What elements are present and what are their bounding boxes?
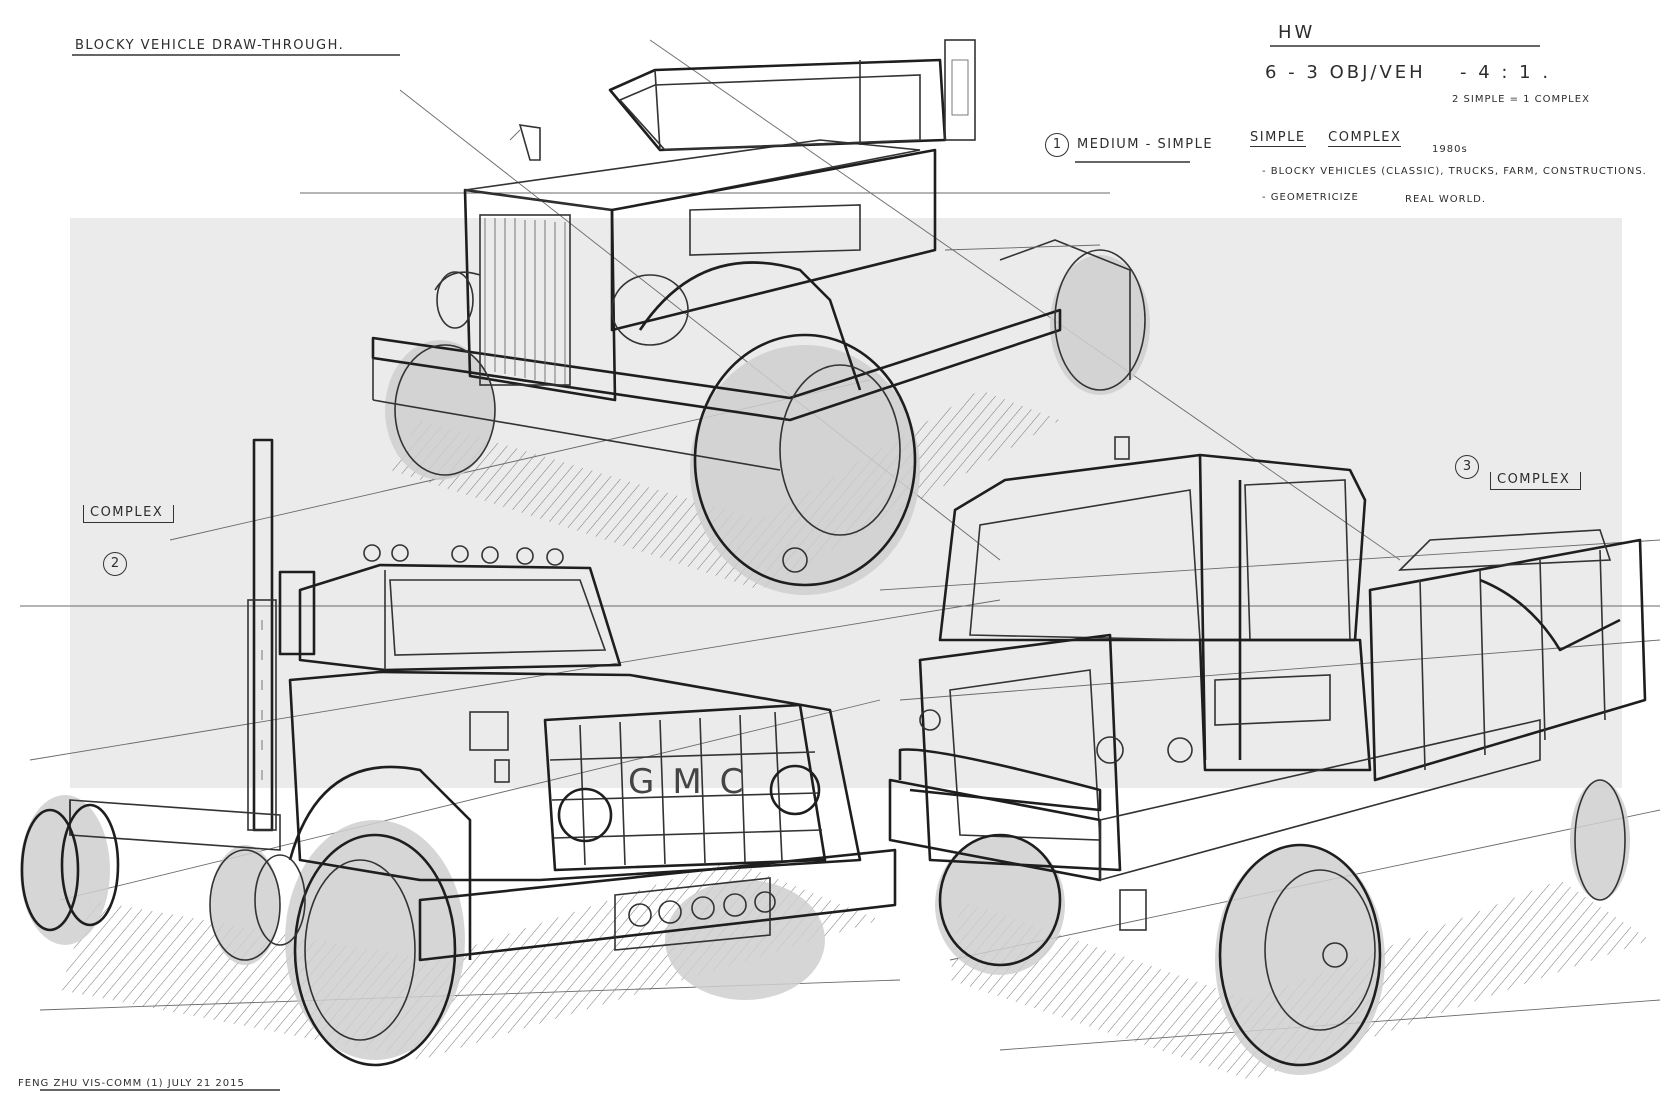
label-one-number: 1 xyxy=(1045,133,1069,157)
bullet-geometricize: - GEOMETRICIZE xyxy=(1262,192,1359,203)
truck-three-drawing xyxy=(888,436,1650,1080)
simple-complex-heading: SIMPLE COMPLEX xyxy=(1250,130,1402,147)
sheet-title: BLOCKY VEHICLE DRAW-THROUGH. xyxy=(75,38,345,53)
simple-label: SIMPLE xyxy=(1250,130,1306,147)
era-note: 1980s xyxy=(1432,144,1468,155)
ratio-note: - 4 : 1 . xyxy=(1460,62,1552,83)
label-two: 2 xyxy=(103,552,135,576)
obj-per-vehicle-note: 6 - 3 OBJ/VEH xyxy=(1265,62,1426,83)
label-three-number: 3 xyxy=(1455,455,1479,479)
truck-one-drawing xyxy=(371,39,1150,595)
label-three: 3 xyxy=(1455,455,1487,479)
grille-gmc-lettering: GMC xyxy=(628,762,762,802)
complex-label: COMPLEX xyxy=(1328,130,1402,147)
hw-label: HW xyxy=(1278,22,1316,43)
real-world-note: REAL WORLD. xyxy=(1405,194,1487,205)
label-one-text: MEDIUM - SIMPLE xyxy=(1077,137,1214,152)
truck-two-drawing xyxy=(20,438,897,1067)
label-two-number: 2 xyxy=(103,552,127,576)
label-one: 1 MEDIUM - SIMPLE xyxy=(1045,133,1213,157)
label-three-text: COMPLEX xyxy=(1490,472,1582,490)
bullet-blocky-vehicles: - BLOCKY VEHICLES (CLASSIC), TRUCKS, FAR… xyxy=(1262,166,1647,177)
simple-complex-rule: 2 SIMPLE = 1 COMPLEX xyxy=(1452,94,1590,105)
artist-signature: FENG ZHU VIS-COMM (1) JULY 21 2015 xyxy=(18,1078,245,1089)
label-two-text: COMPLEX xyxy=(83,505,175,523)
